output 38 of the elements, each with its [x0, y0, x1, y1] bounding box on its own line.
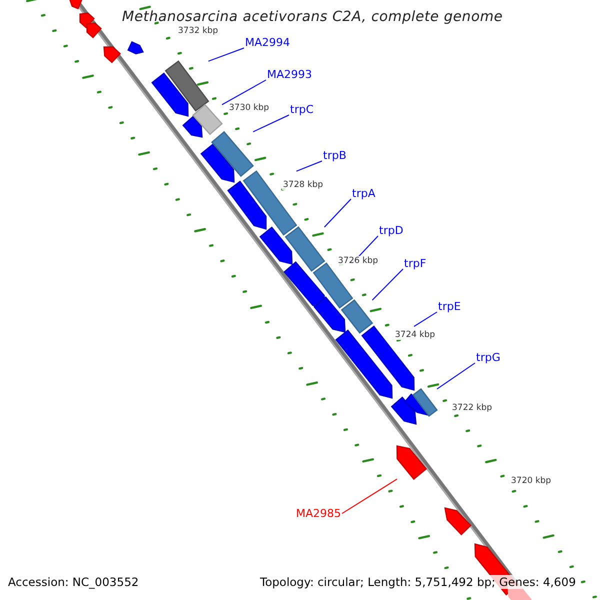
leader-line	[222, 80, 266, 106]
gene-label: trpG	[476, 351, 500, 364]
gene-bar	[211, 130, 254, 178]
gene-label: trpC	[290, 103, 314, 116]
scale-label: 3730 kbp	[228, 103, 270, 113]
gene-bar	[284, 226, 326, 272]
gene-label: trpE	[438, 300, 461, 313]
gene-bar	[412, 388, 438, 417]
scale-label: 3728 kbp	[282, 180, 324, 190]
gene-bar	[340, 299, 374, 334]
gene-label: trpD	[379, 224, 404, 237]
leader-line	[372, 268, 404, 301]
gene-block	[361, 326, 415, 391]
scale-label: 3720 kbp	[510, 476, 552, 486]
gene-label: MA2994	[245, 36, 290, 49]
gene-block	[396, 445, 428, 480]
leader-line	[324, 198, 352, 228]
leader-line	[436, 362, 476, 390]
gene-bar	[164, 60, 210, 112]
gene-label: trpF	[404, 257, 426, 270]
gene-bar	[312, 262, 354, 309]
leader-line	[208, 48, 244, 62]
scale-label: 3724 kbp	[394, 330, 436, 340]
genome-info-text: Topology: circular; Length: 5,751,492 bp; Genes: 4,609	[260, 575, 576, 589]
scale-label: 3732 kbp	[177, 26, 220, 36]
accession-text: Accession: NC_003552	[8, 575, 139, 589]
gene-label: MA2993	[267, 68, 312, 81]
leader-line	[414, 312, 438, 327]
leader-line	[342, 478, 398, 514]
gene-label: trpB	[323, 149, 346, 162]
scale-label: 3722 kbp	[451, 403, 494, 413]
title: Methanosarcina acetivorans C2A, complete genome	[122, 9, 503, 25]
leader-line	[296, 160, 322, 172]
gene-bar	[192, 104, 223, 136]
leader-line	[252, 114, 290, 132]
gene-label: MA2985	[296, 507, 342, 520]
scale-label: 3726 kbp	[337, 256, 380, 266]
gene-label: trpA	[352, 187, 376, 200]
